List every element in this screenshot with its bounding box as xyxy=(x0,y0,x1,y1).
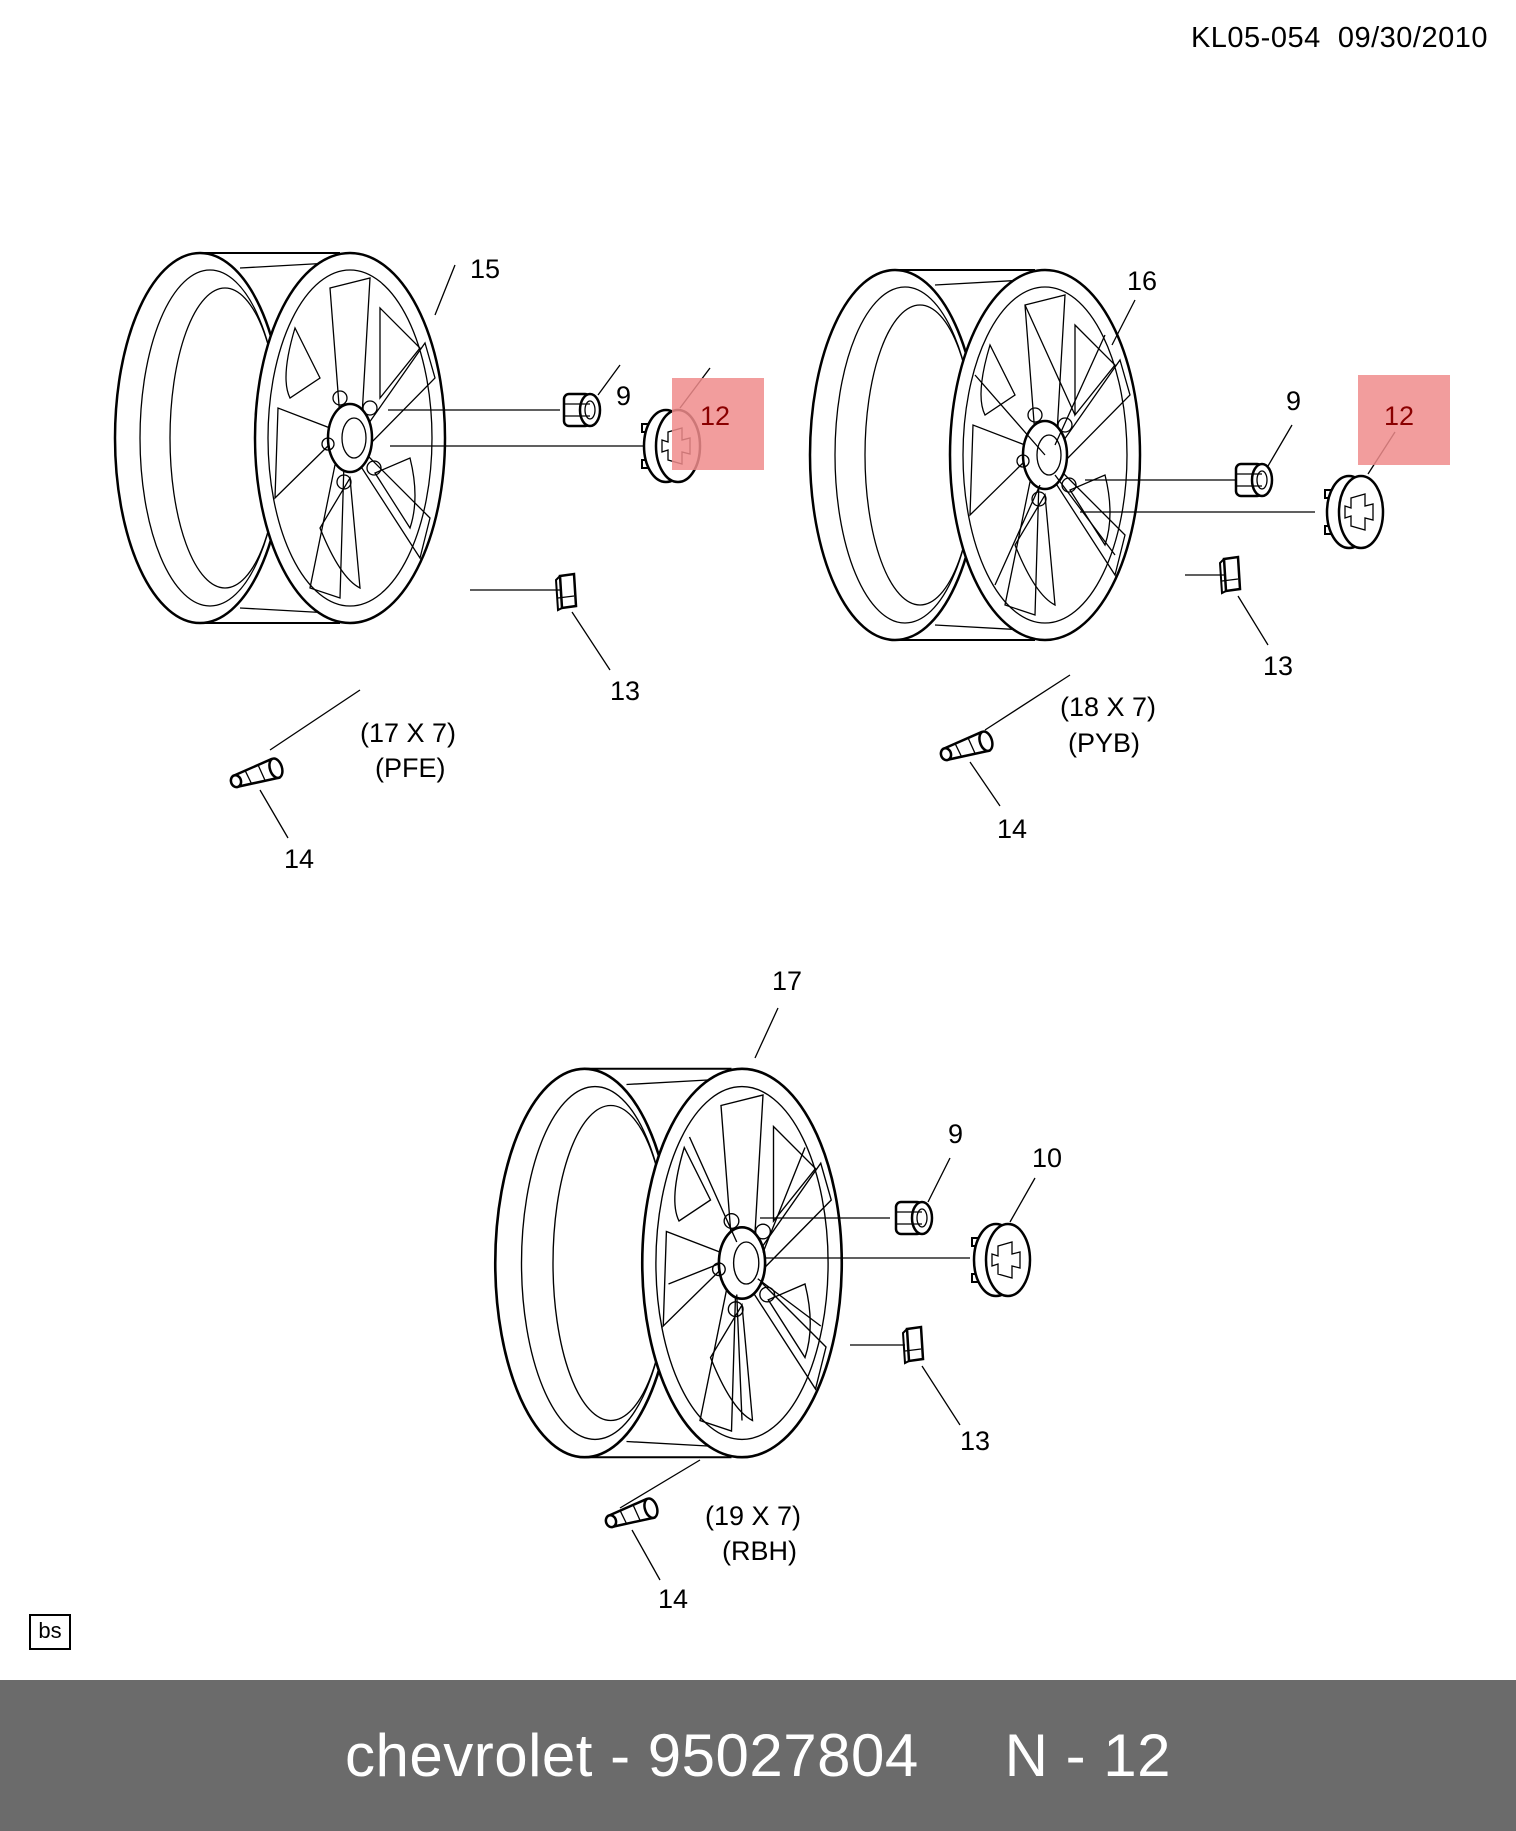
wheel-group-17x7: 12 15 9 13 14 (17 X 7) (PFE) xyxy=(113,251,764,874)
banner-text: chevrolet - 95027804 N - 12 xyxy=(345,1722,1171,1789)
wheel-code-label: (PYB) xyxy=(1068,728,1140,758)
document-id-date: KL05-054 09/30/2010 xyxy=(1191,22,1488,55)
callout-nut[interactable]: 9 xyxy=(1286,386,1301,416)
cap-highlight-box xyxy=(672,378,764,470)
wheel-code-label: (RBH) xyxy=(722,1536,797,1566)
callout-weight[interactable]: 13 xyxy=(960,1426,990,1456)
callout-cap[interactable]: 12 xyxy=(1384,401,1414,431)
document-date: 09/30/2010 xyxy=(1337,22,1488,54)
callout-wheel[interactable]: 15 xyxy=(470,254,500,284)
callout-nut[interactable]: 9 xyxy=(948,1119,963,1149)
wheel-17-drawing[interactable] xyxy=(493,1067,844,1459)
center-cap-drawing[interactable] xyxy=(970,1222,1032,1298)
valve-stem-drawing[interactable] xyxy=(601,1495,661,1534)
corner-tag: bs xyxy=(29,1614,71,1650)
lug-nut-drawing[interactable] xyxy=(894,1200,934,1236)
wheel-size-label: (17 X 7) xyxy=(360,718,456,748)
balance-weight-drawing[interactable] xyxy=(554,572,578,612)
wheel-code-label: (PFE) xyxy=(375,753,446,783)
wheel-group-19x7: 17 9 10 13 14 (19 X 7) (RBH) xyxy=(493,966,1062,1614)
valve-stem-drawing[interactable] xyxy=(936,728,996,767)
parts-diagram: 12 15 9 13 14 (17 X 7) (PFE) 12 16 9 13 … xyxy=(113,251,1450,1614)
valve-stem-drawing[interactable] xyxy=(226,755,286,794)
callout-nut[interactable]: 9 xyxy=(616,381,631,411)
wheel-group-18x7: 12 16 9 13 14 (18 X 7) (PYB) xyxy=(808,266,1450,844)
callout-wheel[interactable]: 16 xyxy=(1127,266,1157,296)
footer-banner: chevrolet - 95027804 N - 12 xyxy=(0,1680,1516,1831)
center-cap-drawing[interactable] xyxy=(1323,474,1385,550)
callout-valve[interactable]: 14 xyxy=(284,844,314,874)
wheel-16-drawing[interactable] xyxy=(808,268,1142,642)
document-id: KL05-054 xyxy=(1190,22,1321,54)
callout-weight[interactable]: 13 xyxy=(1263,651,1293,681)
callout-cap[interactable]: 10 xyxy=(1032,1143,1062,1173)
lug-nut-drawing[interactable] xyxy=(1234,462,1274,498)
wheel-size-label: (19 X 7) xyxy=(705,1501,801,1531)
wheel-size-label: (18 X 7) xyxy=(1060,692,1156,722)
callout-wheel[interactable]: 17 xyxy=(772,966,802,996)
balance-weight-drawing[interactable] xyxy=(901,1325,925,1365)
callout-weight[interactable]: 13 xyxy=(610,676,640,706)
cap-highlight-box xyxy=(1358,375,1450,465)
wheel-15-drawing[interactable] xyxy=(113,251,447,625)
callout-cap[interactable]: 12 xyxy=(700,401,730,431)
lug-nut-drawing[interactable] xyxy=(562,392,602,428)
callout-valve[interactable]: 14 xyxy=(997,814,1027,844)
callout-valve[interactable]: 14 xyxy=(658,1584,688,1614)
